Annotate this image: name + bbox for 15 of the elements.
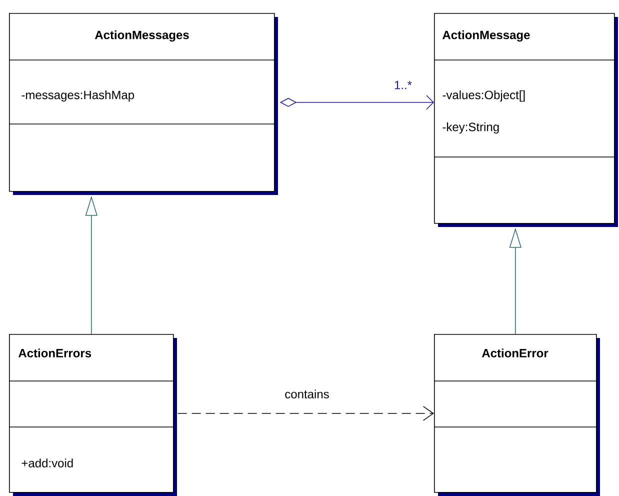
member-text: -values:Object[] xyxy=(442,90,525,102)
class-name: ActionMessages xyxy=(94,30,189,42)
class-name: ActionMessage xyxy=(442,30,530,42)
class-box xyxy=(8,13,278,195)
class-box xyxy=(8,334,177,496)
class-box xyxy=(434,334,600,496)
class-box xyxy=(434,13,618,227)
member-text: -messages:HashMap xyxy=(22,90,134,102)
class-name: ActionErrors xyxy=(18,348,92,358)
edge-label: contains xyxy=(284,388,330,400)
member-text: +add:void xyxy=(22,458,73,468)
edge-label: 1..* xyxy=(393,80,413,90)
member-text: -key:String xyxy=(442,122,499,134)
dependency-arrow xyxy=(177,406,434,421)
class-name: ActionError xyxy=(482,348,548,358)
